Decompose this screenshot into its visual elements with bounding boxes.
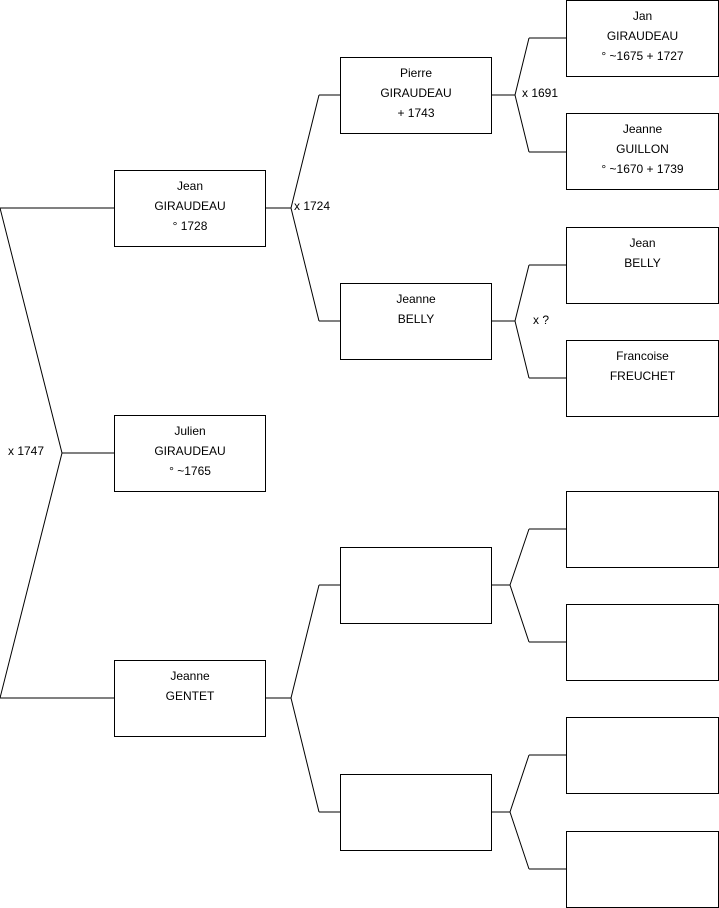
marriage-label-1724: x 1724 [294, 199, 331, 213]
given-name: Jeanne [622, 122, 663, 136]
person-box-empty[interactable] [566, 831, 719, 908]
surname: GENTET [165, 689, 215, 703]
life-dates: ° 1728 [172, 219, 208, 233]
life-dates: + 1743 [397, 106, 435, 120]
life-dates: ° ~1765 [169, 464, 211, 478]
person-box-julien[interactable]: Julien GIRAUDEAU ° ~1765 [114, 415, 266, 492]
given-name: Jeanne [396, 292, 436, 306]
given-name: Julien [174, 424, 206, 438]
connector-pierre-parents [492, 37, 567, 153]
person-box-jeanne-gentet[interactable]: Jeanne GENTET [114, 660, 266, 737]
person-box-empty[interactable] [566, 604, 719, 681]
person-box-empty[interactable] [566, 491, 719, 568]
connector-belly-parents [492, 264, 567, 379]
surname: GIRAUDEAU [380, 86, 452, 100]
given-name: Jan [632, 9, 653, 23]
connector-gentet-parents [265, 584, 341, 813]
person-box-pierre-giraudeau[interactable]: Pierre GIRAUDEAU + 1743 [340, 57, 492, 134]
person-box-jean-giraudeau[interactable]: Jean GIRAUDEAU ° 1728 [114, 170, 266, 247]
life-dates: ° ~1675 + 1727 [601, 49, 684, 63]
person-box-francoise-freuchet[interactable]: Francoise FREUCHET [566, 340, 719, 417]
person-box-empty[interactable] [340, 774, 492, 851]
connector-julien-parents [0, 207, 115, 699]
marriage-label-1747: x 1747 [8, 444, 45, 458]
given-name: Francoise [616, 349, 669, 363]
surname: BELLY [624, 256, 661, 270]
surname: GIRAUDEAU [154, 444, 226, 458]
connector-empty2-parents [492, 754, 567, 870]
marriage-label-unknown: x ? [533, 313, 550, 327]
surname: GIRAUDEAU [606, 29, 679, 43]
person-box-jan-giraudeau[interactable]: Jan GIRAUDEAU ° ~1675 + 1727 [566, 0, 719, 77]
surname: BELLY [397, 312, 435, 326]
surname: FREUCHET [609, 369, 676, 383]
life-dates: ° ~1670 + 1739 [601, 162, 684, 176]
person-box-empty[interactable] [566, 717, 719, 794]
surname: GIRAUDEAU [154, 199, 226, 213]
surname: GUILLON [616, 142, 669, 156]
connector-jean-parents [265, 94, 341, 322]
person-box-empty[interactable] [340, 547, 492, 624]
person-box-jean-belly[interactable]: Jean BELLY [566, 227, 719, 304]
given-name: Jeanne [170, 669, 210, 683]
person-box-jeanne-guillon[interactable]: Jeanne GUILLON ° ~1670 + 1739 [566, 113, 719, 190]
given-name: Jean [176, 179, 204, 193]
marriage-label-1691: x 1691 [522, 86, 559, 100]
given-name: Jean [629, 236, 656, 250]
person-box-jeanne-belly[interactable]: Jeanne BELLY [340, 283, 492, 360]
given-name: Pierre [399, 66, 432, 80]
connector-empty1-parents [492, 528, 567, 643]
